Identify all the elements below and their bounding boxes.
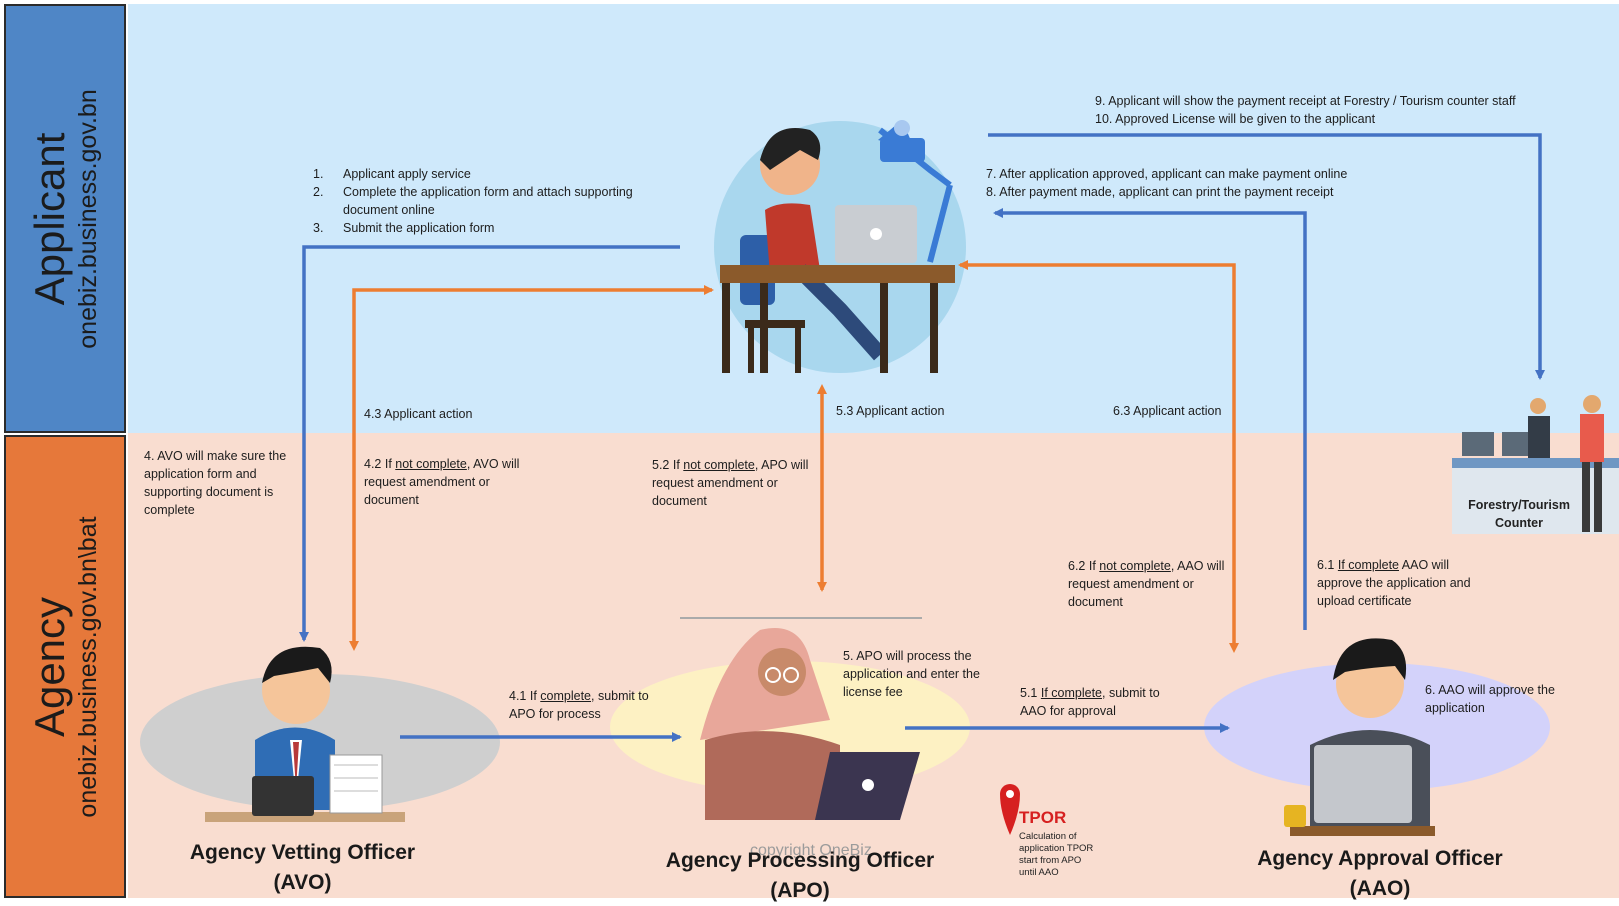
step-6-1: 6.1 If complete AAO will approve the app…: [1317, 556, 1492, 610]
step-4-2: 4.2 If not complete, AVO will request am…: [364, 455, 524, 509]
step-6-2-post: , AAO will request amendment or document: [1068, 559, 1225, 609]
step-text: Complete the application form and attach…: [343, 185, 633, 217]
step-4-1: 4.1 If complete, submit to APO for proce…: [509, 687, 669, 723]
step-4-1-pre: 4.1 If: [509, 689, 541, 703]
tpor-note: Calculation of application TPOR start fr…: [1019, 831, 1094, 878]
label-4-3: 4.3 Applicant action: [364, 407, 473, 421]
step-5-1: 5.1 If complete, submit to AAO for appro…: [1020, 684, 1185, 720]
apo-abbr: (APO): [770, 879, 830, 902]
avo-abbr: (AVO): [273, 871, 332, 894]
step-text: Submit the application form: [343, 221, 495, 235]
apo-illustration: [610, 617, 970, 820]
step-10: 10. Approved License will be given to th…: [1095, 112, 1376, 126]
step-5-1-pre: 5.1: [1020, 686, 1041, 700]
step-6-1-post: AAO will approve the application and upl…: [1317, 558, 1471, 608]
step-6-2-pre: 6.2 If: [1068, 559, 1100, 573]
applicant-lane-header: Applicant onebiz.business.gov.bn: [4, 4, 126, 433]
arrow-submit-to-avo: [299, 245, 680, 642]
copyright-watermark: copyright OneBiz: [750, 842, 872, 859]
step-row: 2. Complete the application form and atta…: [313, 183, 663, 219]
label-5-3: 5.3 Applicant action: [836, 404, 945, 418]
step-7: 7. After application approved, applicant…: [986, 167, 1348, 181]
step-6: 6. AAO will approve the application: [1425, 683, 1555, 715]
orange-arrows: [349, 260, 1239, 653]
step-6-2: 6.2 If not complete, AAO will request am…: [1068, 557, 1238, 611]
arrow-aao-approval-to-applicant: [993, 208, 1307, 630]
step-5: 5. APO will process the application and …: [843, 649, 980, 699]
step-number: 3.: [313, 221, 324, 235]
applicant-steps: 1. Applicant apply service 2. Complete the…: [313, 165, 663, 237]
step-4-1-post: , submit to APO for process: [509, 689, 649, 721]
step-row: 3. Submit the application form: [313, 219, 663, 237]
avo-title: Agency Vetting Officer (AVO): [170, 838, 435, 898]
step-row: 1. Applicant apply service: [313, 165, 663, 183]
counter-label: Forestry/Tourism Counter: [1468, 498, 1570, 530]
step-number: 1.: [313, 167, 324, 181]
step-6-2-emphasis: not complete: [1099, 559, 1171, 573]
step-4-2-post: , AVO will request amendment or document: [364, 457, 520, 507]
step-8: 8. After payment made, applicant can pri…: [986, 185, 1334, 199]
step-number: 2.: [313, 185, 324, 199]
arrow-aao-applicant-action: [958, 260, 1239, 653]
apo-title: Agency Processing Officer (APO): [655, 846, 945, 906]
blue-arrows: [299, 133, 1545, 742]
apo-name: Agency Processing Officer: [665, 849, 935, 872]
step-6-1-pre: 6.1: [1317, 558, 1338, 572]
aao-name: Agency Approval Officer: [1257, 847, 1503, 870]
aao-title: Agency Approval Officer (AAO): [1240, 844, 1520, 904]
avo-name: Agency Vetting Officer: [189, 841, 416, 864]
tpor-title: TPOR: [1019, 808, 1067, 827]
step-9: 9. Applicant will show the payment recei…: [1095, 94, 1516, 108]
arrow-avo-applicant-action: [349, 285, 714, 651]
label-6-3: 6.3 Applicant action: [1113, 404, 1222, 418]
aao-illustration: [1204, 638, 1550, 836]
agency-lane-header: Agency onebiz.business.gov.bn\bat: [4, 435, 126, 898]
avo-illustration: [140, 646, 500, 822]
step-5-2-emphasis: not complete: [683, 458, 755, 472]
step-4: 4. AVO will make sure the application fo…: [144, 449, 287, 517]
step-4-2-emphasis: not complete: [395, 457, 467, 471]
tpor-pin-icon: [1000, 784, 1020, 835]
step-5-2-pre: 5.2 If: [652, 458, 684, 472]
step-4-2-pre: 4.2 If: [364, 457, 396, 471]
step-text: Applicant apply service: [343, 167, 471, 181]
step-4-1-emphasis: complete: [540, 689, 592, 703]
aao-abbr: (AAO): [1349, 877, 1411, 900]
applicant-illustration: [714, 120, 966, 373]
step-5-1-post: , submit to AAO for approval: [1020, 686, 1160, 718]
step-6-1-emphasis: If complete: [1337, 558, 1399, 572]
arrow-applicant-to-counter: [988, 133, 1545, 380]
step-5-1-emphasis: If complete: [1040, 686, 1102, 700]
counter-illustration: [1452, 395, 1619, 534]
step-5-2-post: , APO will request amendment or document: [652, 458, 809, 508]
step-5-2: 5.2 If not complete, APO will request am…: [652, 456, 817, 510]
